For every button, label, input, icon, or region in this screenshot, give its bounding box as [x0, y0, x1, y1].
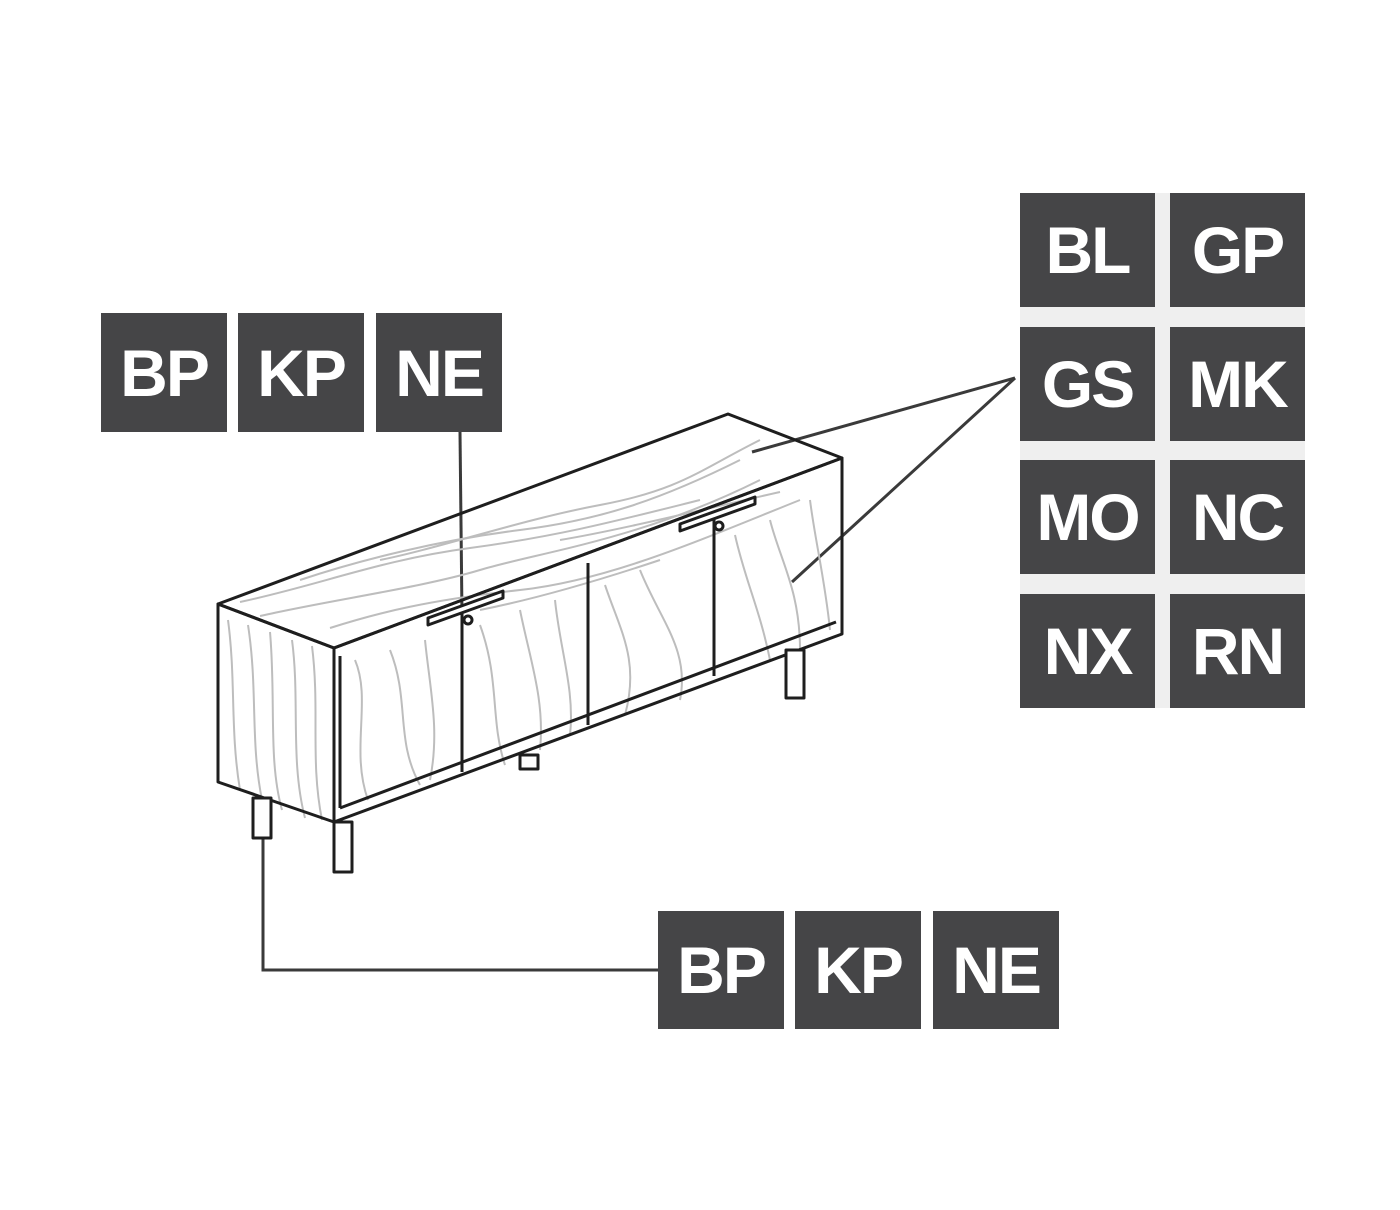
leg-front-right: [784, 648, 806, 700]
top_finishes-tag-kp: KP: [238, 313, 364, 432]
top_finishes-tag-bp: BP: [101, 313, 227, 432]
body_finishes-tag-mk: MK: [1170, 327, 1305, 441]
leg_finishes-tag-kp: KP: [795, 911, 921, 1029]
handle-left: [426, 589, 505, 627]
leader-body-door: [790, 376, 1017, 584]
leg_finishes-tag-ne: NE: [933, 911, 1059, 1029]
leg_finishes-tag-bp: BP: [658, 911, 784, 1029]
leader-lines: [261, 376, 1017, 972]
body_finishes-tag-nc: NC: [1170, 460, 1305, 574]
body_finishes-tag-gp: GP: [1170, 193, 1305, 307]
top_finishes-tag-ne: NE: [376, 313, 502, 432]
leg-back-left: [251, 796, 273, 840]
leader-leg: [261, 838, 658, 972]
body_finishes-tag-mo: MO: [1020, 460, 1155, 574]
front-face: [332, 456, 844, 824]
leg-front-left: [332, 820, 354, 874]
lock-left: [462, 614, 474, 626]
lock-right: [713, 520, 725, 532]
body_finishes-tag-nx: NX: [1020, 594, 1155, 708]
body_finishes-tag-rn: RN: [1170, 594, 1305, 708]
leg-middle: [518, 753, 540, 771]
body_finishes-tag-gs: GS: [1020, 327, 1155, 441]
leader-top-handle: [458, 431, 464, 616]
sideboard-outline: [216, 412, 844, 874]
handle-right: [678, 495, 757, 533]
body_finishes-tag-bl: BL: [1020, 193, 1155, 307]
wood-grain: [227, 439, 831, 821]
top-face: [216, 412, 844, 650]
